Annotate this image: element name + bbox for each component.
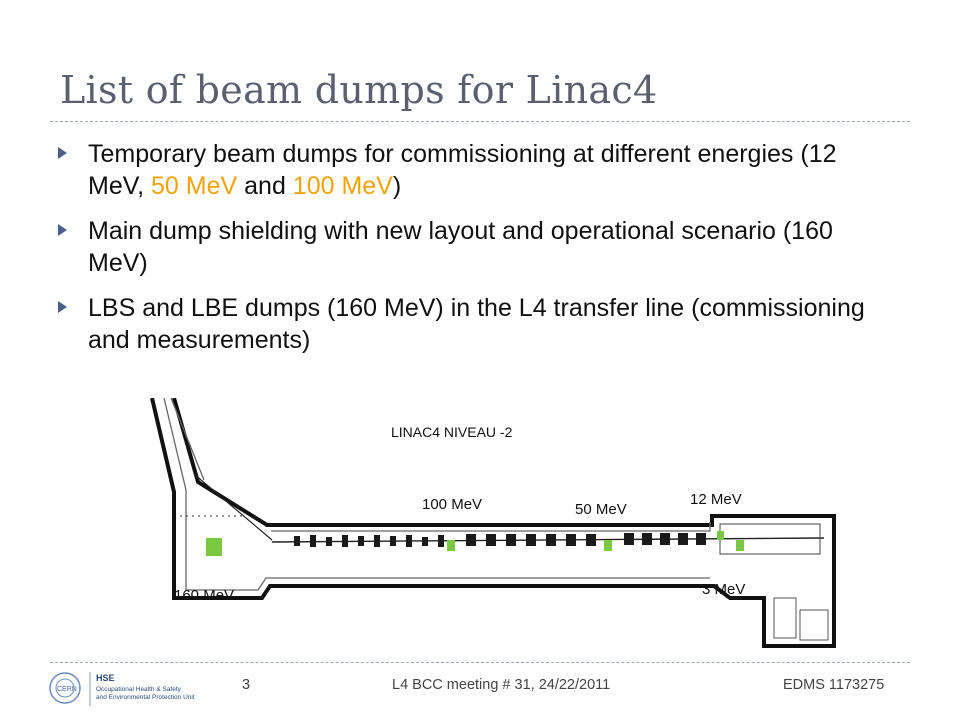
cern-logo-icon <box>49 672 81 704</box>
bullet-text: Temporary beam dumps for commissioning a… <box>88 140 837 200</box>
map-title: LINAC4 NIVEAU -2 <box>391 424 513 440</box>
label-3mev: 3 MeV <box>702 581 745 598</box>
bullet-item-lbs-lbe: LBS and LBE dumps (160 MeV) in the L4 tr… <box>56 292 886 356</box>
meeting-info: L4 BCC meeting # 31, 24/22/2011 <box>392 677 611 693</box>
triangle-bullet-icon <box>58 147 67 159</box>
hse-line-1: Occupational Health & Safety <box>96 686 182 693</box>
dump-100mev <box>447 540 455 551</box>
accelerator-elements <box>294 533 706 547</box>
bullet-list: Temporary beam dumps for commissioning a… <box>56 138 886 369</box>
dump-12mev <box>717 531 724 540</box>
dump-3mev <box>736 540 744 551</box>
bullet-item-main-dump: Main dump shielding with new layout and … <box>56 215 886 279</box>
page-number: 3 <box>242 677 251 693</box>
triangle-bullet-icon <box>58 224 67 236</box>
shaft-structure <box>773 597 797 639</box>
dump-50mev <box>604 540 612 551</box>
linac4-layout-map: LINAC4 NIVEAU -2 100 MeV 50 MeV 12 MeV 1… <box>134 398 852 652</box>
edms-number: EDMS 1173275 <box>783 677 885 693</box>
dump-160mev <box>206 538 222 556</box>
label-100mev: 100 MeV <box>422 496 482 513</box>
highlight-100mev: 100 MeV <box>292 172 393 200</box>
bullet-text: Main dump shielding with new layout and … <box>88 217 833 277</box>
bullet-item-temporary-dumps: Temporary beam dumps for commissioning a… <box>56 138 886 202</box>
footer-divider <box>50 662 910 663</box>
shaft-structure <box>799 609 829 641</box>
hse-abbr: HSE <box>96 673 115 683</box>
tunnel-inner-wall <box>163 398 711 591</box>
bullet-text: LBS and LBE dumps (160 MeV) in the L4 tr… <box>88 294 865 354</box>
label-12mev: 12 MeV <box>690 491 742 508</box>
label-50mev: 50 MeV <box>575 501 627 518</box>
title-divider <box>50 121 910 122</box>
triangle-bullet-icon <box>58 301 67 313</box>
cern-hse-logo: CERN HSE Occupational Health & Safety an… <box>49 672 195 706</box>
highlight-50mev: 50 MeV <box>151 172 238 200</box>
label-160mev: 160 MeV <box>174 587 234 604</box>
transfer-line <box>193 473 273 541</box>
tunnel-outline <box>150 398 836 648</box>
slide-title: List of beam dumps for Linac4 <box>60 68 658 112</box>
cern-logo-text: CERN <box>57 686 77 693</box>
hse-line-2: and Environmental Protection Unit <box>96 694 195 701</box>
